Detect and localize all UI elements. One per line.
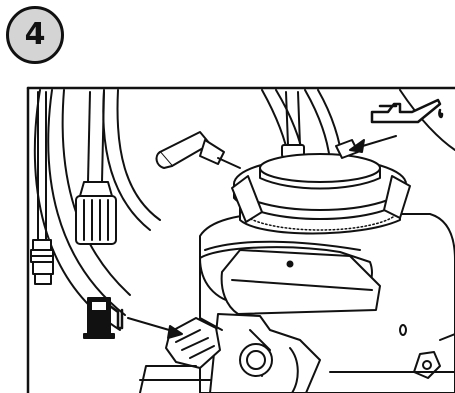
starter-rope-handle [157,132,240,168]
fuel-fill-arrow [128,318,182,338]
oil-can-icon [372,100,442,122]
air-filter-assembly [232,140,410,234]
oil-fill-arrow [350,136,396,152]
fuel-pump-icon [84,298,122,338]
